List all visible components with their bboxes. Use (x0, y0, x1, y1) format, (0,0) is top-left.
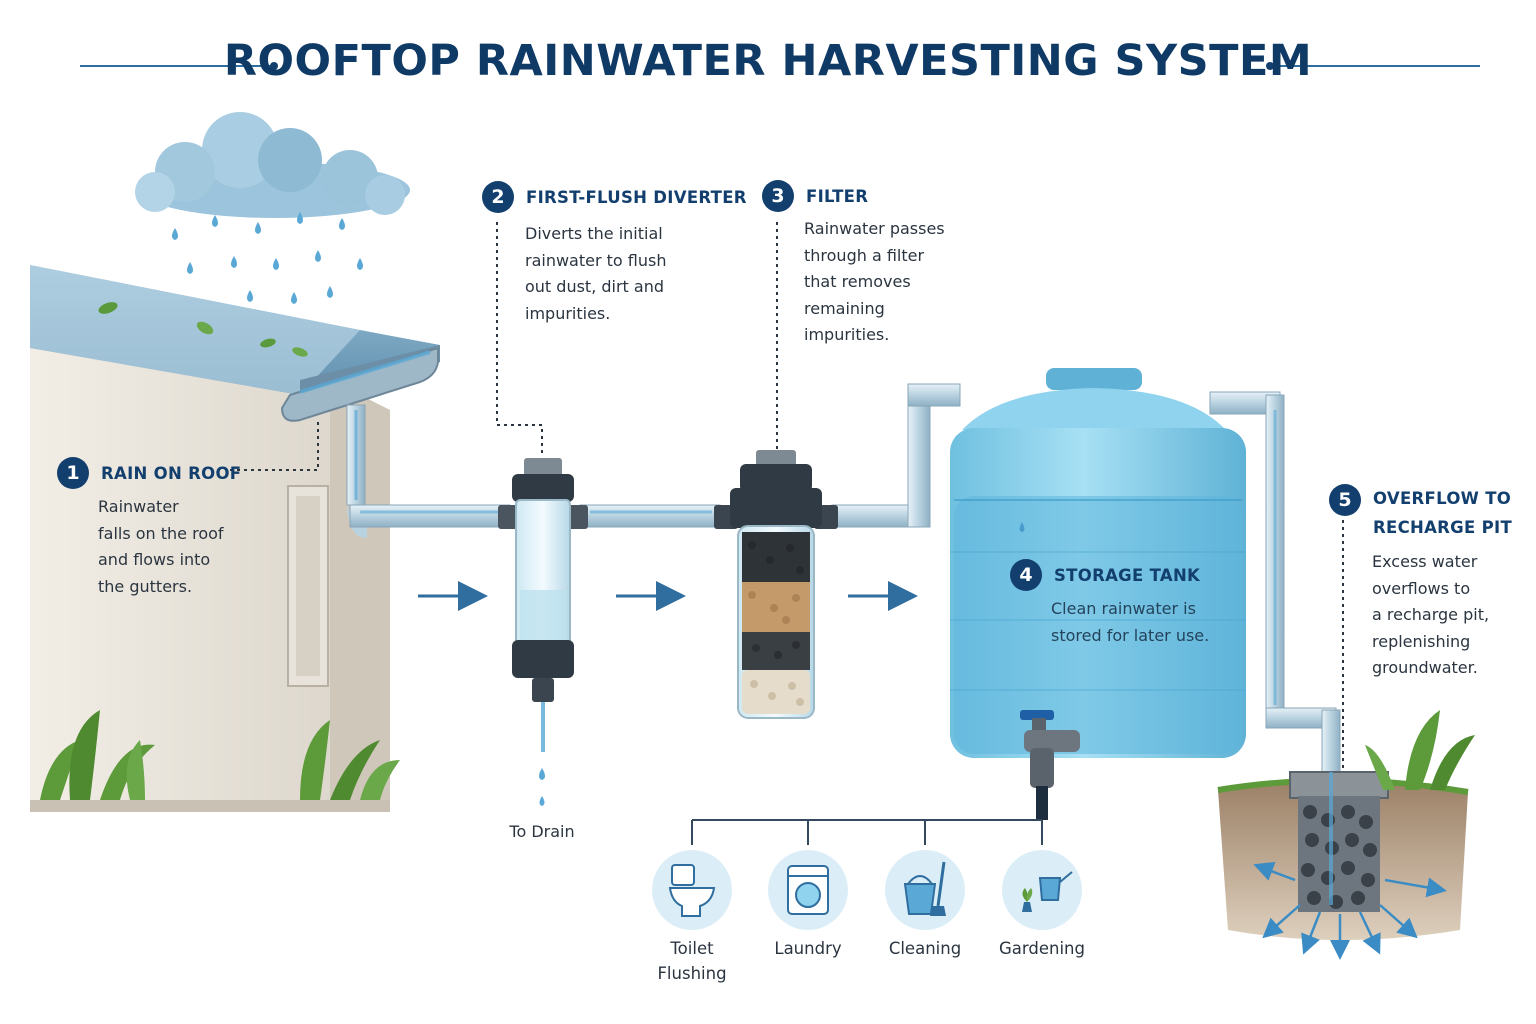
watering-can-icon (1002, 850, 1082, 930)
step-4-title: STORAGE TANK (1054, 565, 1201, 585)
pipes (346, 383, 1341, 773)
title-decoration (80, 62, 1480, 70)
gutter (280, 346, 439, 422)
step-1-header: 1 RAIN ON ROOF (57, 457, 241, 489)
toilet-icon (652, 850, 732, 930)
filter (714, 450, 838, 719)
step-4-header: 4 STORAGE TANK (1010, 559, 1200, 591)
washing-machine-icon (768, 850, 848, 930)
page-title: ROOFTOP RAINWATER HARVESTING SYSTEM (223, 36, 1313, 86)
step-5-header: 5 OVERFLOW TO RECHARGE PIT (1329, 484, 1512, 542)
distribution-lines (691, 819, 1043, 845)
use-label-gardening: Gardening (999, 939, 1085, 958)
raindrops (172, 212, 363, 304)
rain-cloud-icon (135, 112, 410, 218)
step-1-title: RAIN ON ROOF (101, 463, 242, 483)
step-3-badge: 3 (762, 180, 794, 212)
step-2-title: FIRST-FLUSH DIVERTER (526, 187, 747, 207)
step-4-description: Clean rainwater is stored for later use. (1051, 599, 1210, 645)
step-5-description: Excess water overflows to a recharge pit… (1372, 552, 1490, 677)
step-5-title: OVERFLOW TO RECHARGE PIT (1373, 489, 1513, 537)
step-2-badge: 2 (482, 181, 514, 213)
bucket-mop-icon (885, 850, 965, 930)
recharge-pit (1217, 710, 1475, 960)
use-label-laundry: Laundry (774, 939, 842, 958)
storage-tank (950, 368, 1246, 820)
house (30, 265, 440, 812)
step-2-description: Diverts the initial rainwater to flush o… (525, 224, 667, 323)
plant-left (40, 710, 155, 800)
use-label-cleaning: Cleaning (888, 939, 962, 958)
step-5-badge: 5 (1329, 484, 1361, 516)
plant-house-right (300, 720, 400, 800)
use-label-toilet: Toilet Flushing (657, 939, 727, 983)
step-3-description: Rainwater passes through a filter that r… (804, 219, 945, 344)
drain-label: To Drain (509, 822, 575, 841)
step-2-header: 2 FIRST-FLUSH DIVERTER (482, 181, 747, 213)
step-3-title: FILTER (806, 186, 869, 206)
step-1-description: Rainwater falls on the roof and flows in… (98, 497, 224, 596)
first-flush-diverter (498, 458, 588, 806)
step-4-badge: 4 (1010, 559, 1042, 591)
step-1-badge: 1 (57, 457, 89, 489)
leader-lines (230, 222, 1344, 770)
step-3-header: 3 FILTER (762, 180, 868, 212)
